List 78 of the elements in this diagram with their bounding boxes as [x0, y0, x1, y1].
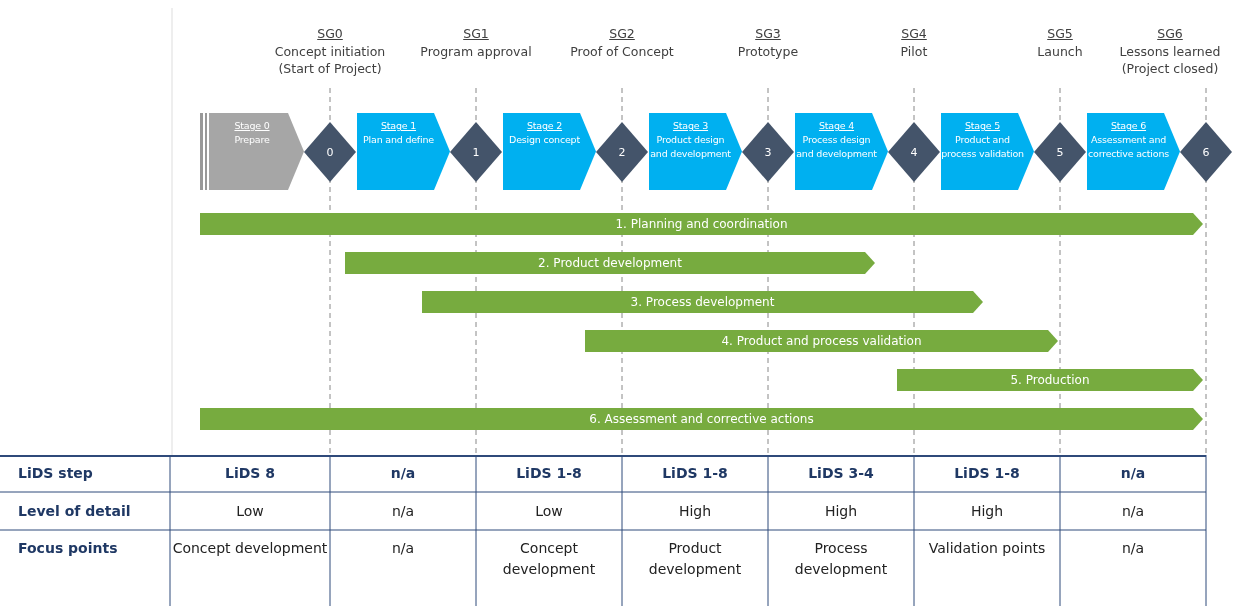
row-header: Level of detail — [17, 501, 132, 521]
table-cell-text: Low — [235, 501, 265, 521]
stage-name: Prepare — [234, 132, 270, 147]
activity-bar — [200, 408, 1203, 430]
stage-name: Assessment and corrective actions — [1087, 132, 1170, 161]
gate-label: Prototype — [736, 44, 800, 61]
table-cell-text: LiDS 1-8 — [515, 464, 583, 483]
bar-label: 5. Production — [1010, 373, 1090, 387]
stage-heading: Stage 0 — [234, 119, 270, 133]
table-cell-text: n/a — [390, 539, 416, 558]
table-cell-text: n/a — [1119, 464, 1147, 483]
table-cell-text: High — [969, 501, 1005, 521]
stage-heading: Stage 5 — [964, 119, 1001, 133]
stage-name: Process design and development — [795, 132, 878, 161]
stage-heading: Stage 1 — [380, 119, 417, 133]
gate-label: Concept initiation (Start of Project) — [273, 44, 387, 78]
gate-label: Launch — [1036, 44, 1084, 61]
gate-number: 3 — [764, 145, 772, 159]
bar-label: 1. Planning and coordination — [615, 217, 788, 231]
stage-box — [795, 113, 888, 190]
stage-heading: Stage 6 — [1110, 119, 1147, 133]
gate-code: SG0 — [316, 26, 344, 43]
table-cell-text: LiDS 3-4 — [807, 464, 875, 483]
activity-bar — [200, 213, 1203, 235]
gate-number: 2 — [618, 145, 626, 159]
gate-code: SG4 — [900, 26, 928, 43]
gate-label: Program approval — [419, 44, 533, 61]
gate-code: SG6 — [1156, 26, 1184, 43]
gate-code: SG5 — [1046, 26, 1074, 43]
stage-box — [357, 113, 450, 190]
stage-name: Product design and development — [649, 132, 732, 161]
stage-box — [649, 113, 742, 190]
table-cell-text: Process development — [793, 539, 889, 579]
gate-code: SG1 — [462, 26, 490, 43]
stage-heading: Stage 4 — [818, 119, 855, 133]
gate-label: Proof of Concept — [569, 44, 675, 61]
table-cell-text: n/a — [389, 464, 417, 483]
stage-heading: Stage 3 — [672, 119, 709, 133]
table-cell-text: LiDS 1-8 — [953, 464, 1021, 483]
gate-label: Lessons learned (Project closed) — [1118, 44, 1222, 78]
stage-box — [941, 113, 1034, 190]
gate-number: 5 — [1056, 145, 1064, 159]
stage-name: Plan and define — [363, 132, 434, 147]
table-cell-text: High — [677, 501, 713, 521]
table-cell-text: n/a — [1120, 539, 1146, 558]
table-cell-text: LiDS 8 — [223, 464, 276, 483]
gate-number: 0 — [326, 145, 334, 159]
inactive-stage-box — [200, 113, 304, 190]
stage-box — [503, 113, 596, 190]
bar-label: 6. Assessment and corrective actions — [589, 412, 814, 426]
table-cell-text: High — [823, 501, 859, 521]
activity-bar — [897, 369, 1203, 391]
stage-box — [1087, 113, 1180, 190]
gate-code: SG2 — [608, 26, 636, 43]
row-header: LiDS step — [17, 464, 94, 483]
table-cell-text: LiDS 1-8 — [661, 464, 729, 483]
table-cell-text: Product development — [647, 539, 743, 579]
gate-number: 1 — [472, 145, 480, 159]
gate-number: 4 — [910, 145, 918, 159]
bar-label: 2. Product development — [538, 256, 682, 270]
table-cell-text: Concept development — [172, 539, 328, 558]
table-cell-text: Low — [534, 501, 564, 521]
activity-bar — [585, 330, 1058, 352]
gate-number: 6 — [1202, 145, 1210, 159]
gate-code: SG3 — [754, 26, 782, 43]
stage-name: Product and process validation — [941, 132, 1024, 161]
stage-name: Design concept — [509, 132, 580, 147]
row-header: Focus points — [17, 539, 119, 558]
table-cell-text: Concept development — [501, 539, 597, 579]
table-cell-text: Validation points — [927, 539, 1047, 558]
table-cell-text: n/a — [1120, 501, 1146, 521]
gate-label: Pilot — [899, 44, 929, 61]
activity-bar — [345, 252, 875, 274]
bar-label: 3. Process development — [630, 295, 775, 309]
activity-bar — [422, 291, 983, 313]
bar-label: 4. Product and process validation — [721, 334, 922, 348]
table-cell-text: n/a — [390, 501, 416, 521]
stage-heading: Stage 2 — [526, 119, 563, 133]
